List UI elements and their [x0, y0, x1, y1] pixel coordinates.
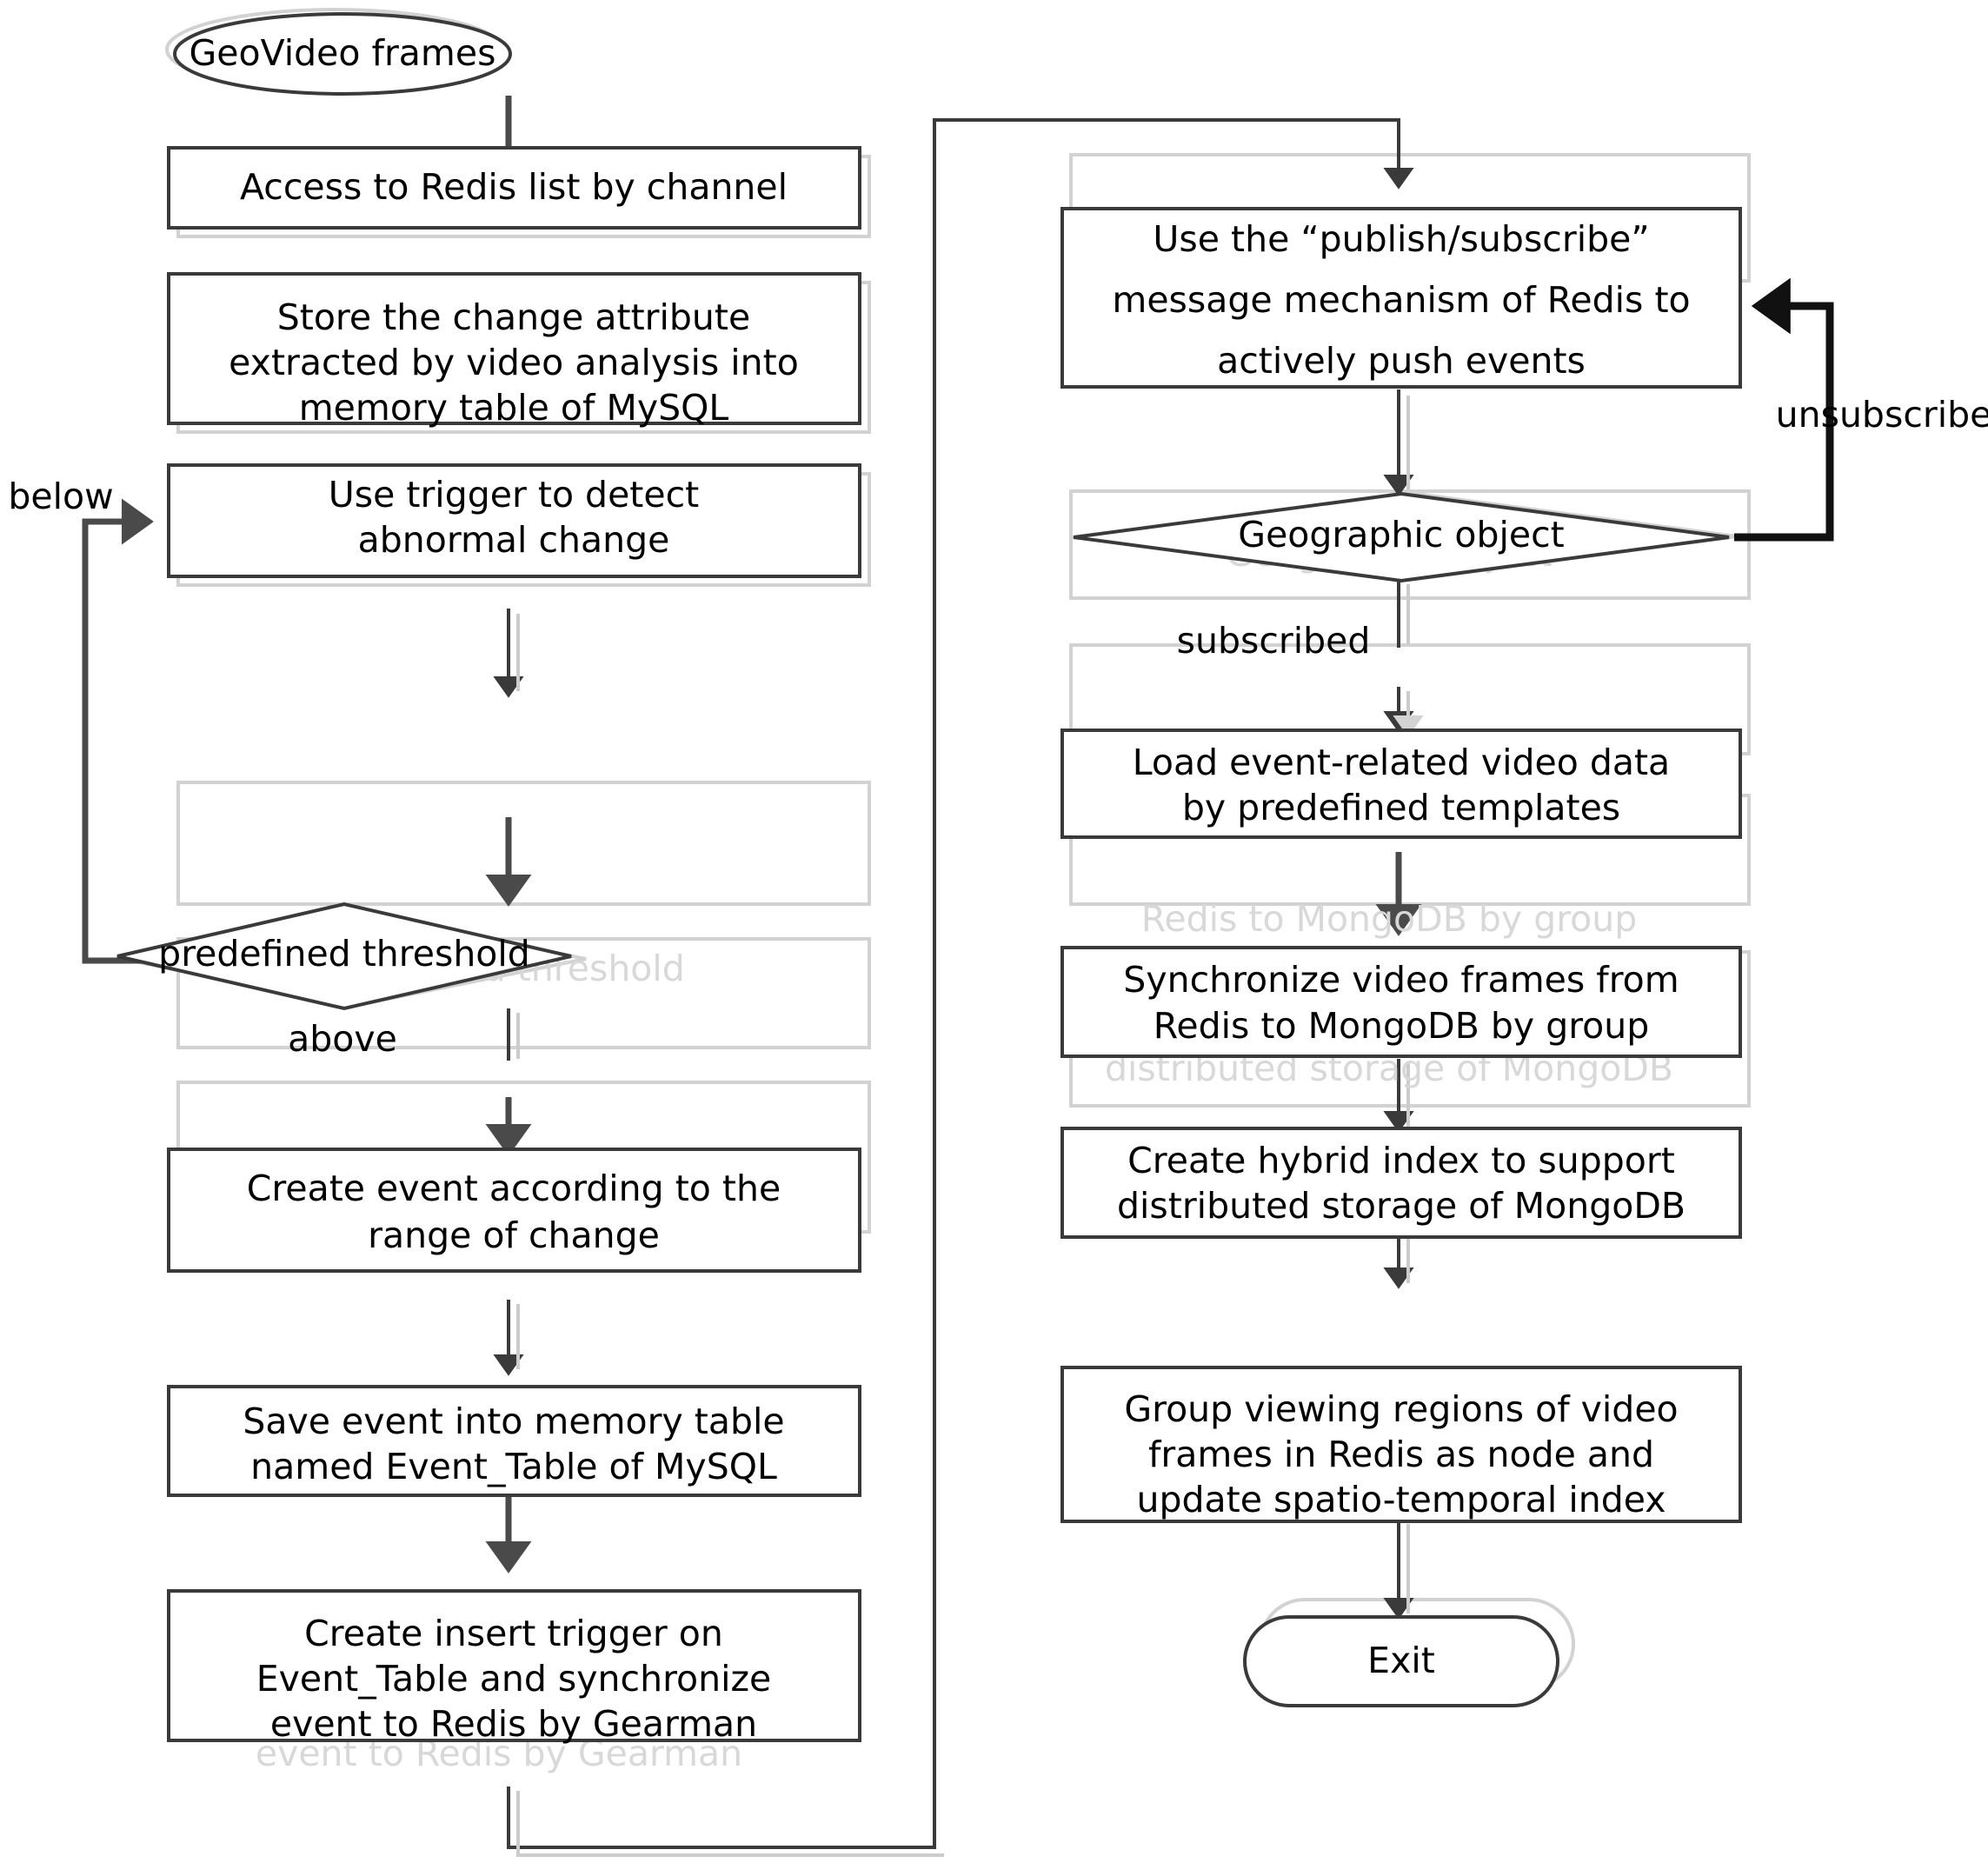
exit-stadium[interactable] [1243, 1615, 1559, 1707]
group-regions-box[interactable] [1060, 1366, 1742, 1523]
use-trigger-line1: Use trigger to detect [329, 474, 699, 516]
load-video-box[interactable] [1060, 729, 1742, 839]
exit-label: Exit [1367, 1640, 1435, 1681]
store-change-box[interactable] [167, 272, 861, 425]
use-trigger-line2: abnormal change [358, 519, 670, 561]
store-change-line3: memory table of MySQL [299, 387, 729, 429]
edge-label-subscribed: subscribed [1177, 620, 1371, 662]
node-group-regions[interactable]: Group viewing regions of video frames in… [1060, 1366, 1742, 1523]
save-event-line2: named Event_Table of MySQL [250, 1446, 777, 1487]
edge-label-below: below [8, 476, 113, 517]
node-use-trigger[interactable]: Use trigger to detect abnormal change [167, 463, 861, 578]
node-load-video[interactable]: Load event-related video data by predefi… [1060, 729, 1742, 839]
create-event-line2: range of change [368, 1214, 660, 1256]
load-video-line1: Load event-related video data [1133, 742, 1670, 783]
pubsub-box[interactable] [1060, 207, 1742, 389]
node-hybrid-index[interactable]: Create hybrid index to support distribut… [1060, 1127, 1742, 1239]
node-sync-frames[interactable]: Synchronize video frames from Redis to M… [1060, 946, 1742, 1058]
ghost-text: Redis to MongoDB by group [1141, 898, 1638, 940]
node-store-change[interactable]: Store the change attribute extracted by … [167, 272, 861, 429]
access-redis-label: Access to Redis list by channel [240, 166, 788, 208]
pubsub-line1: Use the “publish/subscribe” [1153, 218, 1649, 260]
insert-trigger-box[interactable] [167, 1589, 861, 1742]
node-geo-object[interactable]: Geographic object [1073, 491, 1730, 583]
insert-trigger-line1: Create insert trigger on [304, 1613, 723, 1654]
node-create-event[interactable]: Create event according to the range of c… [167, 1148, 861, 1273]
hybrid-index-box[interactable] [1060, 1127, 1742, 1239]
edge-label-unsubscribed: unsubscribed [1776, 394, 1988, 436]
edge-label-layer: below above unsubscribed subscribed [8, 394, 1988, 1060]
group-regions-line2: frames in Redis as node and [1148, 1434, 1654, 1475]
load-video-line2: by predefined templates [1182, 787, 1620, 828]
sync-frames-box[interactable] [1060, 946, 1742, 1058]
sync-frames-line2: Redis to MongoDB by group [1154, 1005, 1650, 1047]
hybrid-index-line2: distributed storage of MongoDB [1117, 1185, 1685, 1227]
insert-trigger-line3: event to Redis by Gearman [270, 1703, 757, 1745]
edge-insert-to-pubsub [507, 118, 1414, 1849]
node-start[interactable]: GeoVideo frames [173, 12, 512, 96]
save-event-line1: Save event into memory table [243, 1401, 784, 1442]
threshold-diamond[interactable] [116, 902, 572, 1011]
group-regions-line3: update spatio-temporal index [1136, 1479, 1666, 1520]
group-regions-line1: Group viewing regions of video [1124, 1388, 1678, 1430]
save-event-box[interactable] [167, 1385, 861, 1497]
use-trigger-box[interactable] [167, 463, 861, 578]
create-event-line1: Create event according to the [247, 1168, 781, 1209]
node-exit[interactable]: Exit [1243, 1615, 1559, 1707]
node-pubsub[interactable]: Use the “publish/subscribe” message mech… [1060, 207, 1742, 389]
pubsub-line3: actively push events [1217, 340, 1586, 382]
create-event-box[interactable] [167, 1148, 861, 1273]
node-threshold[interactable]: predefined threshold [116, 902, 572, 1011]
sync-frames-line1: Synchronize video frames from [1123, 959, 1679, 1001]
store-change-line2: extracted by video analysis into [229, 342, 799, 383]
edge-label-above: above [288, 1018, 397, 1060]
edge-geo-unsubscribed-loop [1734, 277, 1834, 542]
start-label: GeoVideo frames [189, 32, 496, 74]
geo-object-diamond[interactable] [1073, 491, 1730, 583]
insert-trigger-line2: Event_Table and synchronize [256, 1658, 771, 1700]
node-access-redis[interactable]: Access to Redis list by channel [167, 146, 861, 230]
store-change-line1: Store the change attribute [277, 296, 750, 338]
threshold-label: predefined threshold [158, 933, 530, 975]
node-insert-trigger[interactable]: Create insert trigger on Event_Table and… [167, 1589, 861, 1745]
geo-object-label: Geographic object [1238, 514, 1564, 556]
access-redis-box[interactable] [167, 146, 861, 230]
hybrid-index-line1: Create hybrid index to support [1127, 1140, 1675, 1181]
node-save-event[interactable]: Save event into memory table named Event… [167, 1385, 861, 1497]
pubsub-line2: message mechanism of Redis to [1112, 279, 1690, 321]
start-ellipse[interactable] [173, 12, 512, 96]
